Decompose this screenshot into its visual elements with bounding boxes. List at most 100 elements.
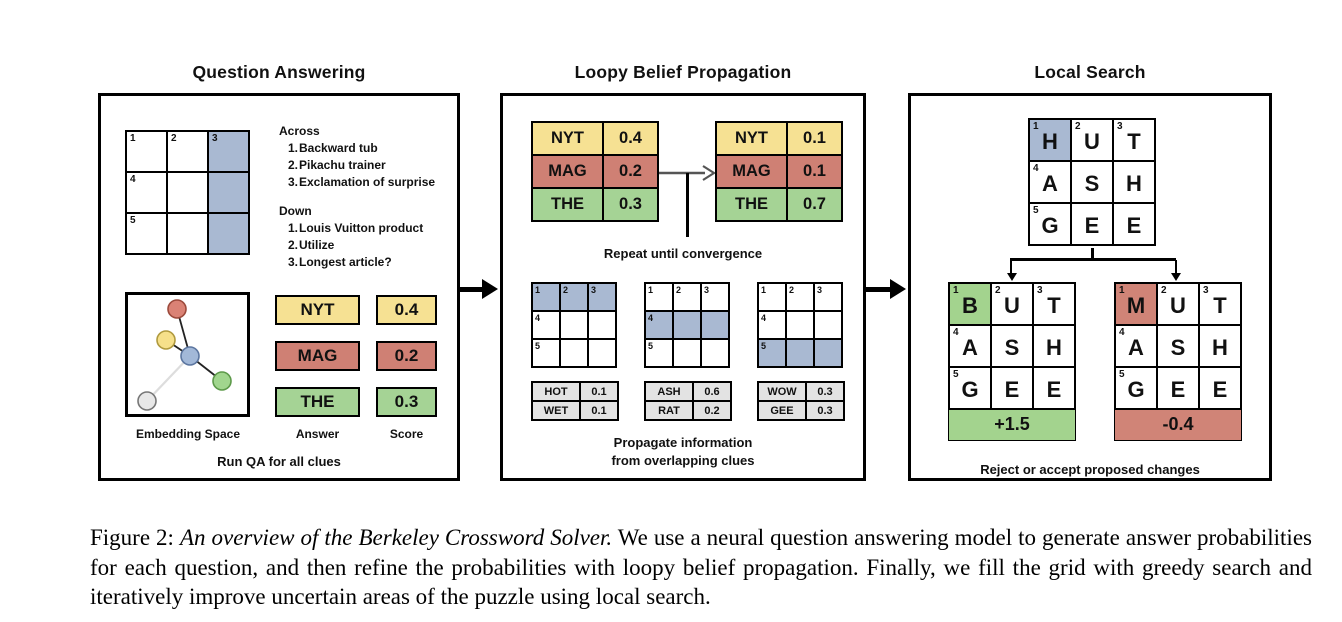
grid-cell-highlight	[701, 311, 729, 339]
answer-column-label: Answer	[295, 427, 340, 441]
grid-cell: E	[1071, 203, 1113, 245]
branch-line	[1174, 260, 1177, 273]
score-delta-positive: +1.5	[948, 408, 1076, 442]
embedding-space-label: Embedding Space	[135, 427, 241, 441]
bp-grid-across4: 1 2 3 4 5	[644, 282, 730, 368]
cell-number: 1	[130, 133, 136, 144]
grid-cell: E	[991, 367, 1033, 409]
grid-cell	[701, 339, 729, 367]
ls-footer-text: Reject or accept proposed changes	[980, 462, 1200, 477]
answer-box-nyt: NYT	[275, 295, 360, 325]
grid-cell-highlight: 3	[588, 283, 616, 311]
flow-arrow-icon	[458, 279, 498, 299]
grid-cell-highlight: 4	[645, 311, 673, 339]
grid-cell	[673, 339, 701, 367]
gray-node-icon	[137, 391, 157, 411]
down-arrow-icon	[1171, 273, 1181, 281]
embedding-graph-svg	[137, 299, 232, 411]
grid-cell: S	[1071, 161, 1113, 203]
grid-cell: S	[991, 325, 1033, 367]
grid-cell-highlight	[208, 172, 249, 213]
grid-cell: 4	[758, 311, 786, 339]
bp-grid-across1: 1 2 3 4 5	[531, 282, 617, 368]
grid-cell-highlight: 3	[208, 131, 249, 172]
across-label: Across	[279, 124, 320, 138]
grid-cell	[167, 213, 208, 254]
repeat-convergence-label: Repeat until convergence	[603, 246, 763, 261]
grid-cell: 5	[532, 339, 560, 367]
grid-cell	[560, 311, 588, 339]
cell-number: 3	[212, 133, 218, 144]
grid-cell: E	[1199, 367, 1241, 409]
blue-node-icon	[180, 346, 200, 366]
caption-italic-title: An overview of the Berkeley Crossword So…	[179, 525, 613, 550]
grid-cell: E	[1113, 203, 1155, 245]
grid-cell-highlight: 1	[532, 283, 560, 311]
bp-grid-across5: 1 2 3 4 5	[757, 282, 843, 368]
clue-down-3: 3.Longest article?	[288, 255, 392, 269]
grid-cell-highlight	[786, 339, 814, 367]
qa-footer-text: Run QA for all clues	[217, 454, 341, 469]
bp-footer-text: Propagate information from overlapping c…	[611, 435, 755, 468]
loop-line	[686, 173, 689, 237]
grid-cell	[814, 311, 842, 339]
grid-cell-highlight: 2	[560, 283, 588, 311]
clue-list: Across 1.Backward tub 2.Pikachu trainer …	[279, 123, 435, 271]
clue-across-3: 3.Exclamation of surprise	[288, 175, 436, 189]
grid-cell-highlight	[208, 213, 249, 254]
grid-cell: 3	[814, 283, 842, 311]
grid-cell: 3	[701, 283, 729, 311]
grid-cell: 1	[645, 283, 673, 311]
caption-body: We use a neural question answering model…	[90, 525, 1312, 609]
grid-cell: E	[1033, 367, 1075, 409]
embedding-space-diagram	[125, 292, 250, 417]
grid-cell: 1	[126, 131, 167, 172]
grid-cell: 4	[126, 172, 167, 213]
branch-line	[1010, 260, 1012, 273]
answer-box-mag: MAG	[275, 341, 360, 371]
grid-cell: S	[1157, 325, 1199, 367]
grid-cell: 5	[126, 213, 167, 254]
branch-line	[1010, 258, 1176, 261]
grid-cell: 2	[786, 283, 814, 311]
grid-cell: 1	[758, 283, 786, 311]
answer-box-the: THE	[275, 387, 360, 417]
qa-panel-title: Question Answering	[192, 62, 366, 82]
grid-cell: E	[1157, 367, 1199, 409]
grid-cell: H	[1199, 325, 1241, 367]
clue-down-2: 2.Utilize	[288, 238, 335, 252]
bp-panel-title: Loopy Belief Propagation	[574, 62, 792, 82]
yellow-node-icon	[156, 330, 176, 350]
down-label: Down	[279, 204, 312, 218]
clue-across-2: 2.Pikachu trainer	[288, 158, 386, 172]
